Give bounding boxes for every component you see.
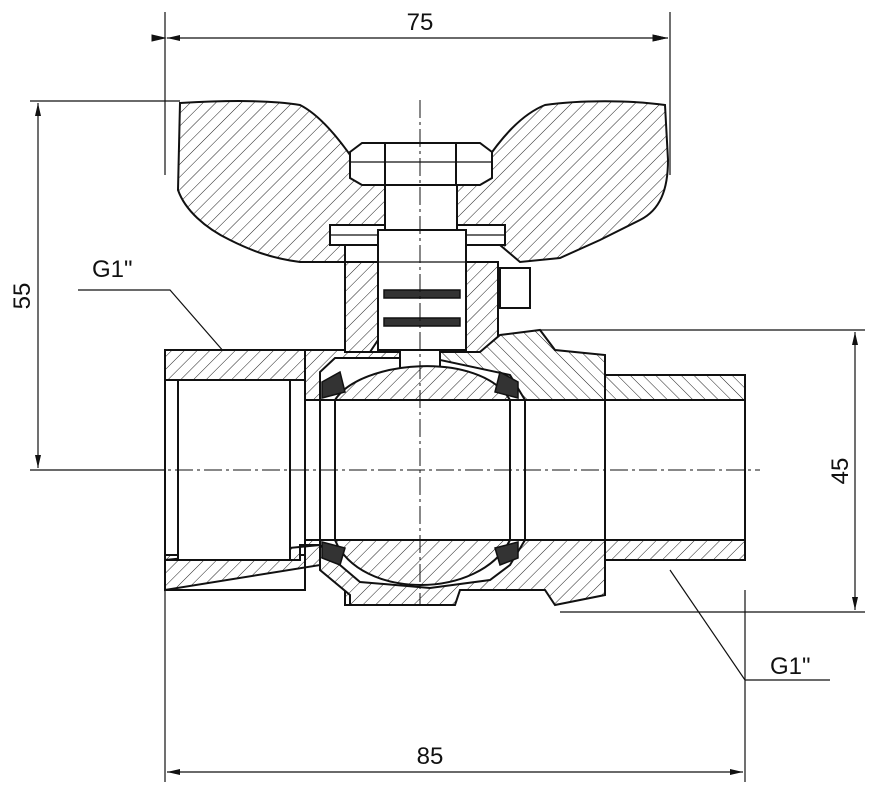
- center-lines: [30, 100, 760, 605]
- dimension-top-width-label: 75: [407, 9, 434, 36]
- valve-stem: [377, 184, 467, 386]
- dimension-bottom-width: 85: [164, 590, 746, 782]
- thread-label-left: G1": [92, 256, 133, 283]
- thread-label-left-group: G1": [78, 256, 246, 377]
- bonnet: [344, 261, 499, 353]
- thread-label-right-group: G1": [669, 569, 830, 681]
- dimension-top-width: 75: [151, 9, 671, 175]
- dimension-bottom-width-label: 85: [417, 743, 444, 770]
- dimension-right-height-label: 45: [827, 458, 854, 485]
- dimension-height-label: 55: [9, 283, 36, 310]
- thread-label-right: G1": [770, 653, 811, 680]
- dimension-right-height: 45: [540, 329, 865, 613]
- hex-nut: [349, 142, 493, 186]
- ball-seats: [321, 370, 519, 566]
- dimension-height: 55: [9, 100, 180, 471]
- right-port: [604, 374, 746, 561]
- valve-ball: [319, 365, 526, 586]
